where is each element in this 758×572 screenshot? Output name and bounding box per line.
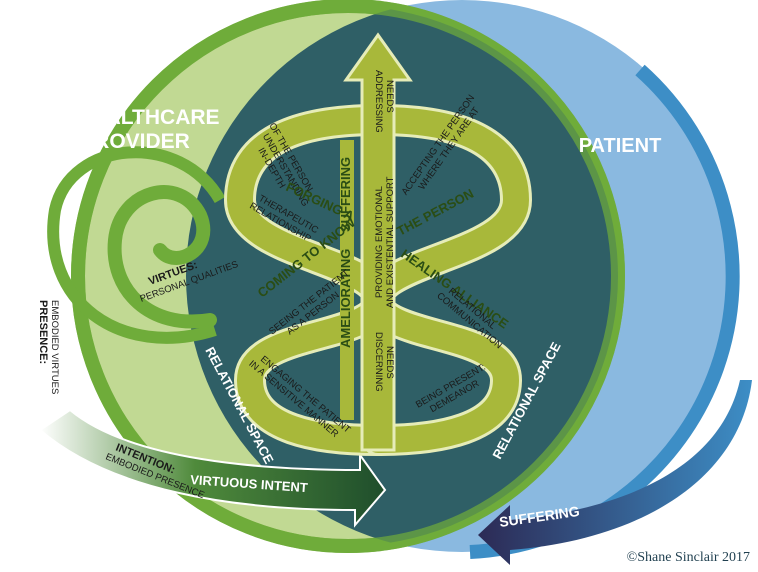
addressing-line1: ADDRESSING: [373, 70, 384, 133]
virtues-spiral: [107, 185, 217, 329]
ameliorating-label: AMELIORATING: [338, 249, 353, 348]
discerning-line2: NEEDS: [384, 346, 395, 379]
patient-label: PATIENT: [579, 135, 662, 157]
presence-spiral: [47, 146, 226, 344]
central-figure: [223, 32, 533, 456]
suffering-arrow: [478, 380, 752, 565]
discerning-line1: DISCERNING: [373, 332, 384, 392]
presence-desc: EMBODIED VIRTUES: [49, 300, 60, 394]
center-suffering-label: SUFFERING: [338, 157, 353, 232]
provider-ring: [71, 0, 625, 553]
central-arrow: [343, 32, 413, 452]
providing-line2: AND EXISTENTIAL SUPPORT: [385, 176, 396, 308]
provider-label-line1: HEALTHCARE: [76, 106, 219, 129]
virtuous-intent-arrow: [38, 408, 387, 528]
addressing-line2: NEEDS: [384, 80, 395, 113]
provider-label-line2: PROVIDER: [80, 130, 190, 153]
provider-label: HEALTHCARE PROVIDER: [76, 106, 219, 153]
copyright: ©Shane Sinclair 2017: [626, 550, 750, 565]
providing-line1: PROVIDING EMOTIONAL: [374, 186, 385, 298]
presence-title: PRESENCE:: [37, 300, 49, 364]
